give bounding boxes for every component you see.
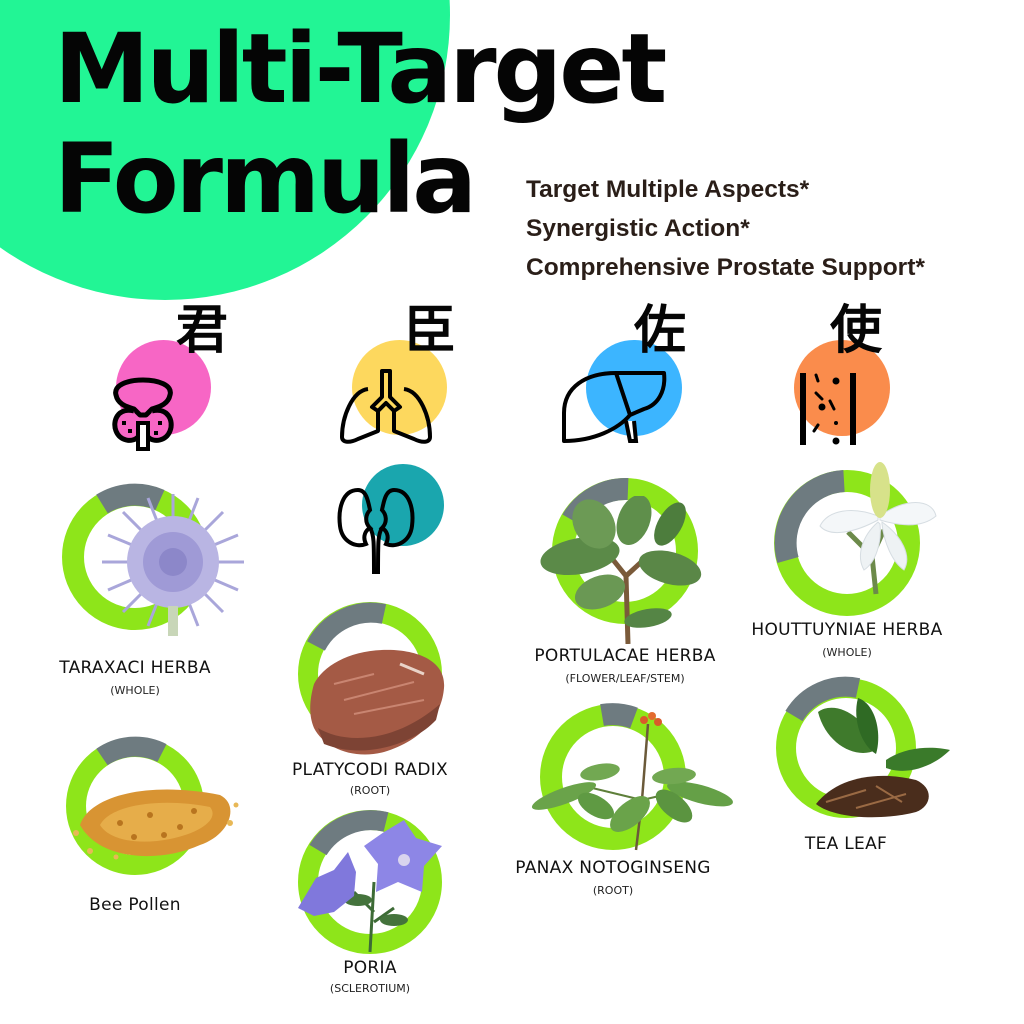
hanzi-zuo: 佐 <box>634 300 687 361</box>
herb-part: (WHOLE) <box>110 684 160 697</box>
role-monarch: 君 <box>108 300 238 451</box>
lungs-icon <box>340 369 432 444</box>
tagline-item: Synergistic Action* <box>526 215 750 242</box>
progress-ring <box>774 470 920 616</box>
herb-name: HOUTTUYNIAE HERBA <box>751 620 943 640</box>
kidneys-icon <box>337 487 415 575</box>
role-minister: 臣 <box>338 305 468 445</box>
herb-part: (SCLEROTIUM) <box>329 982 411 995</box>
page-title: Multi-Target Formula <box>54 13 667 235</box>
globe-thistle-flower-image <box>102 494 244 636</box>
herb-name: PORTULACAE HERBA <box>534 646 716 666</box>
herb-name: TARAXACI HERBA <box>59 658 211 678</box>
herb-part: (WHOLE) <box>822 646 872 659</box>
herb-name: PANAX NOTOGINSENG <box>515 858 711 878</box>
balloon-flower-image <box>298 820 442 953</box>
intestine-icon <box>800 373 856 445</box>
title-line-2: Formula <box>54 123 477 235</box>
title-line-1: Multi-Target <box>54 13 667 125</box>
herb-name: PLATYCODI RADIX <box>291 760 449 780</box>
purslane-plant-image <box>540 496 702 644</box>
herb-card-platycodi: PLATYCODI RADIX (ROOT) <box>292 600 448 797</box>
herb-name: PORIA <box>343 958 397 978</box>
yellow-dot <box>352 340 447 435</box>
herb-part: (ROOT) <box>349 784 391 797</box>
herb-card-portulacae: PORTULACAE HERBA (FLOWER/LEAF/STEM) <box>534 476 715 685</box>
orange-dot <box>794 340 890 436</box>
bee-pollen-granules-image <box>73 789 239 860</box>
herb-card-panax: PANAX NOTOGINSENG (ROOT) <box>515 702 733 897</box>
teal-dot <box>362 464 444 546</box>
tagline-list: Target Multiple Aspects* Synergistic Act… <box>526 170 925 287</box>
hanzi-jun: 君 <box>176 300 229 361</box>
houttuynia-flower-image <box>819 462 937 595</box>
role-assistant: 佐 <box>560 305 690 445</box>
role-envoy: 使 <box>790 305 920 445</box>
herb-card-bee-pollen: Bee Pollen <box>64 735 239 915</box>
herb-card-tea-leaf: TEA LEAF <box>772 674 950 854</box>
bark-root-slice-image <box>310 649 445 755</box>
herb-card-houttuyniae: HOUTTUYNIAE HERBA (WHOLE) <box>751 462 942 659</box>
herb-name: Bee Pollen <box>89 895 181 915</box>
tagline-item: Comprehensive Prostate Support* <box>526 254 925 281</box>
herb-part: (ROOT) <box>592 884 634 897</box>
notoginseng-plant-image <box>531 712 733 851</box>
tea-leaves-image <box>816 698 950 818</box>
tagline-item: Target Multiple Aspects* <box>526 176 810 203</box>
herb-card-taraxaci: TARAXACI HERBA (WHOLE) <box>59 482 244 697</box>
liver-icon <box>562 371 667 443</box>
blue-dot <box>586 340 682 436</box>
hanzi-shi: 使 <box>830 300 883 361</box>
herb-name: TEA LEAF <box>804 834 888 854</box>
hanzi-chen: 臣 <box>404 300 457 361</box>
prostate-icon <box>112 377 174 451</box>
role-minister-kidneys <box>336 460 466 580</box>
herb-part: (FLOWER/LEAF/STEM) <box>565 672 685 685</box>
herb-card-poria: PORIA (SCLEROTIUM) <box>296 808 444 995</box>
